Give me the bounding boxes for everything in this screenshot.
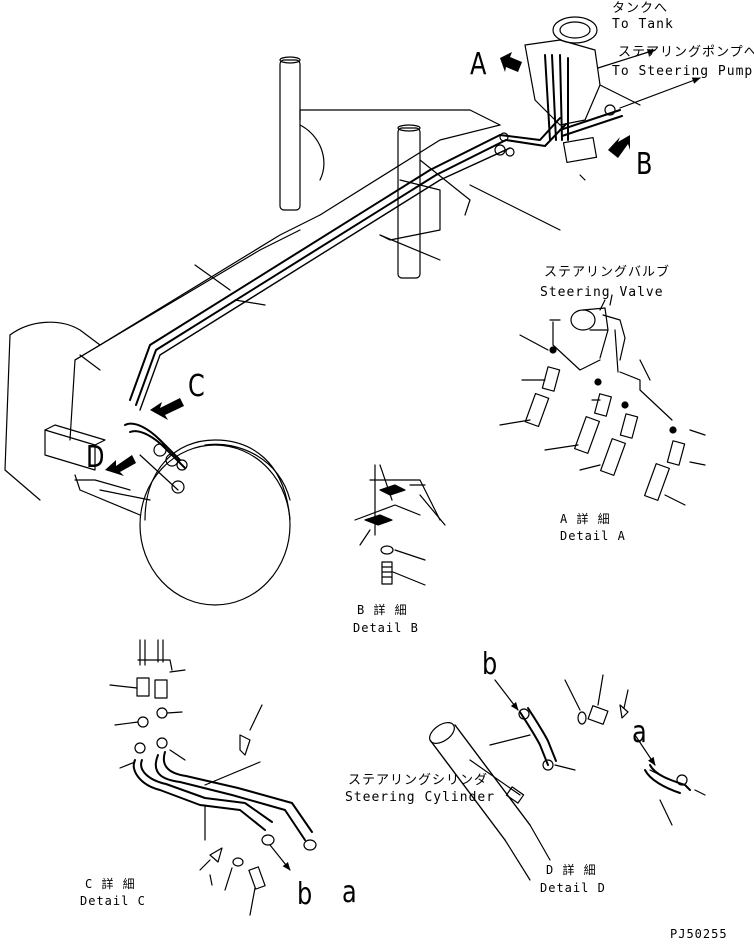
steering-cylinder-en-label: Steering Cylinder xyxy=(345,790,496,805)
detail-a-drawing xyxy=(499,294,706,506)
detail-a-en-label: Detail A xyxy=(560,529,626,543)
steering-valve-en-label: Steering Valve xyxy=(540,285,664,300)
front-tire xyxy=(139,444,291,606)
detail-d-en-label: Detail D xyxy=(540,881,606,895)
detail-c-drawing xyxy=(109,639,317,916)
callout-label-d: D xyxy=(86,440,105,475)
detail-d-callout-a: a xyxy=(632,715,647,750)
machine-overview xyxy=(4,16,641,606)
to-tank-jp-label: タンクへ xyxy=(612,1,669,16)
arrow-to-tank xyxy=(597,49,656,69)
part-code-label: PJ50255 xyxy=(670,927,728,941)
arrow-to-pump xyxy=(619,77,701,109)
rops-pillar-left xyxy=(279,59,301,211)
steering-valve-jp-label: ステアリングバルブ xyxy=(544,265,671,280)
rops-pillar-right xyxy=(397,127,421,279)
steering-wheel xyxy=(552,16,598,44)
detail-a-jp-label: A 詳 細 xyxy=(560,512,611,526)
detail-d-jp-label: D 詳 細 xyxy=(546,863,597,877)
to-pump-en-label: To Steering Pump xyxy=(612,64,754,79)
detail-c-callout-b: b xyxy=(297,877,313,912)
detail-d-callout-b: b xyxy=(482,647,498,682)
detail-b-drawing xyxy=(354,464,446,586)
detail-c-jp-label: C 詳 細 xyxy=(85,877,136,891)
callout-label-c: C xyxy=(188,369,205,404)
steering-cylinder-jp-label: ステアリングシリンダ xyxy=(348,773,489,788)
to-tank-en-label: To Tank xyxy=(612,17,674,32)
to-pump-jp-label: ステアリングポンプへ xyxy=(618,45,754,60)
arrow-a-main xyxy=(500,52,522,72)
detail-b-en-label: Detail B xyxy=(353,621,419,635)
callout-label-b: B xyxy=(636,147,653,182)
detail-c-callout-a: a xyxy=(342,875,357,910)
arrow-d-main xyxy=(105,455,136,476)
detail-d-drawing xyxy=(429,674,706,881)
arrow-c-main xyxy=(150,398,184,420)
arrow-b-main xyxy=(608,135,630,158)
detail-b-jp-label: B 詳 細 xyxy=(357,603,408,617)
callout-label-a: A xyxy=(470,47,487,82)
callout-arrows xyxy=(105,52,630,476)
detail-c-en-label: Detail C xyxy=(80,894,146,908)
